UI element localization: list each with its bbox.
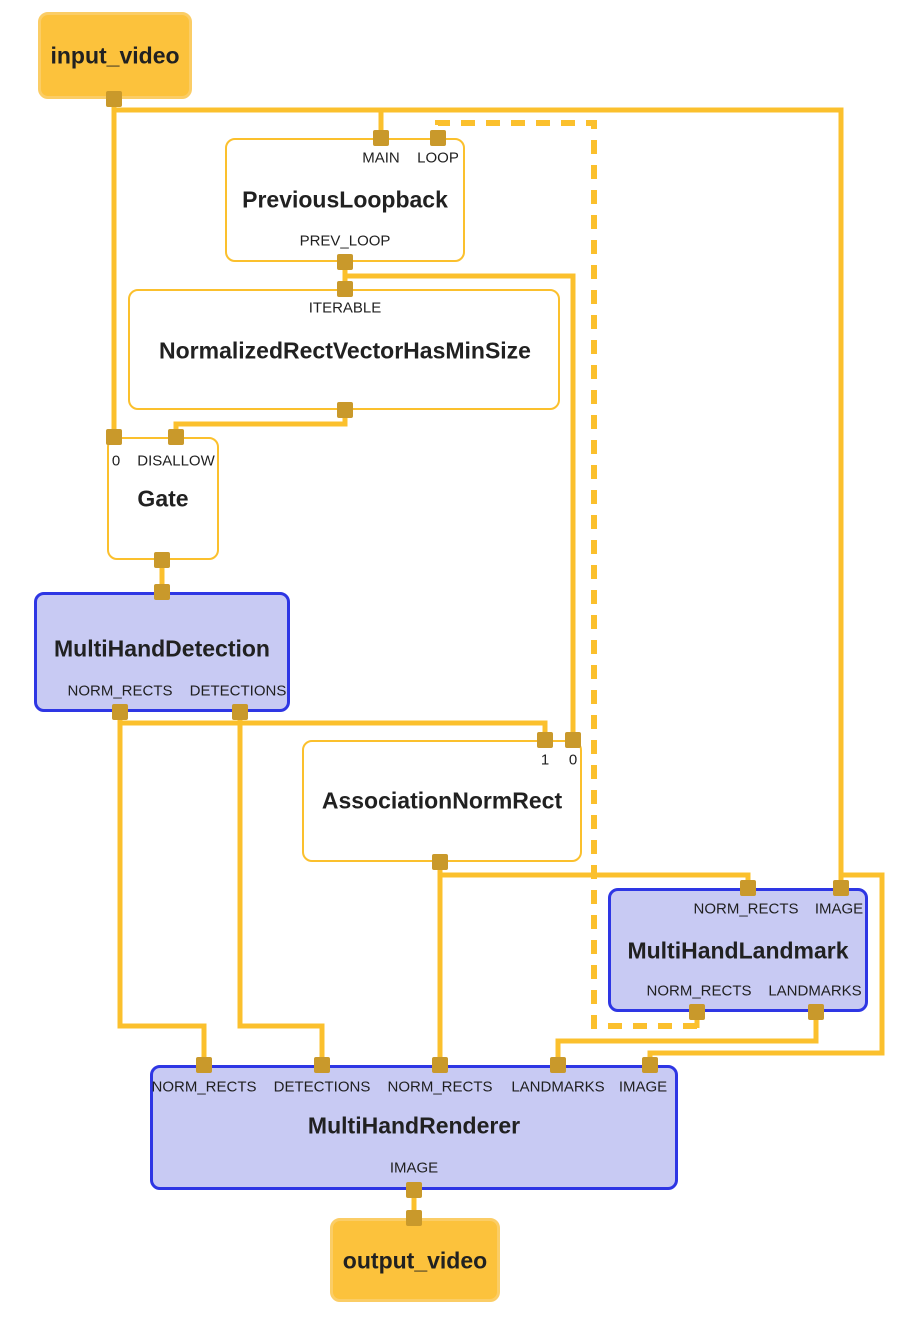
edge-detection-detections-to-renderer [237, 712, 325, 1065]
association-norm-rect-port-label-in-1: 1 [540, 751, 550, 769]
multi-hand-renderer-port-label-in-landmarks: LANDMARKS [511, 1078, 605, 1096]
node-association-norm-rect[interactable] [302, 740, 582, 862]
previous-loopback-port-label-in-main: MAIN [362, 149, 400, 167]
edge-detection-normrects-to-renderer [117, 712, 207, 1065]
multi-hand-landmark-port-label-in-image: IMAGE [814, 900, 864, 918]
multi-hand-renderer-port-label-in-norm-rects-2: NORM_RECTS [387, 1078, 493, 1096]
previous-loopback-port-label-in-loop: LOOP [417, 149, 459, 167]
node-title-previous-loopback: PreviousLoopback [242, 186, 448, 213]
edge-association-to-landmark-normrects [440, 872, 751, 888]
node-title-gate: Gate [137, 485, 189, 512]
multi-hand-landmark-port-label-out-landmarks: LANDMARKS [768, 982, 862, 1000]
multi-hand-renderer-port-label-out-image: IMAGE [389, 1159, 439, 1177]
node-multi-hand-detection[interactable] [34, 592, 290, 712]
multi-hand-landmark-port-label-out-norm-rects: NORM_RECTS [646, 982, 752, 1000]
multi-hand-detection-port-label-out-norm-rects: NORM_RECTS [67, 682, 173, 700]
node-multi-hand-landmark[interactable] [608, 888, 868, 1012]
edge-detection-normrects-to-association-1 [120, 720, 548, 740]
edge-prevloop-to-association-0 [345, 273, 576, 740]
node-title-input-video: input_video [50, 42, 180, 69]
multi-hand-detection-port-label-out-detections: DETECTIONS [189, 682, 287, 700]
association-norm-rect-port-label-in-0: 0 [568, 751, 578, 769]
previous-loopback-port-label-out-prev-loop: PREV_LOOP [299, 232, 391, 250]
edge-hasminsize-to-gate-disallow [173, 410, 348, 437]
edge-input-video-to-landmark-image [114, 107, 844, 888]
node-title-multi-hand-detection: MultiHandDetection [54, 635, 270, 662]
node-title-multi-hand-renderer: MultiHandRenderer [307, 1112, 521, 1139]
multi-hand-renderer-port-label-in-detections: DETECTIONS [273, 1078, 371, 1096]
edge-landmark-normrects-to-loopback-loop [435, 120, 697, 1029]
node-multi-hand-renderer[interactable] [150, 1065, 678, 1190]
normalized-rect-vector-has-min-size-port-label-in-iterable: ITERABLE [308, 299, 382, 317]
node-title-output-video: output_video [342, 1247, 488, 1274]
node-title-association-norm-rect: AssociationNormRect [321, 787, 563, 814]
node-title-multi-hand-landmark: MultiHandLandmark [627, 937, 849, 964]
multi-hand-renderer-port-label-in-image: IMAGE [618, 1078, 668, 1096]
gate-port-label-in-0: 0 [111, 452, 121, 470]
edge-landmark-landmarks-to-renderer [555, 1012, 819, 1065]
multi-hand-renderer-port-label-in-norm-rects-1: NORM_RECTS [151, 1078, 257, 1096]
node-title-normalized-rect-vector-has-min-size: NormalizedRectVectorHasMinSize [159, 337, 531, 364]
gate-port-label-in-disallow: DISALLOW [137, 452, 215, 470]
multi-hand-landmark-port-label-in-norm-rects: NORM_RECTS [693, 900, 799, 918]
